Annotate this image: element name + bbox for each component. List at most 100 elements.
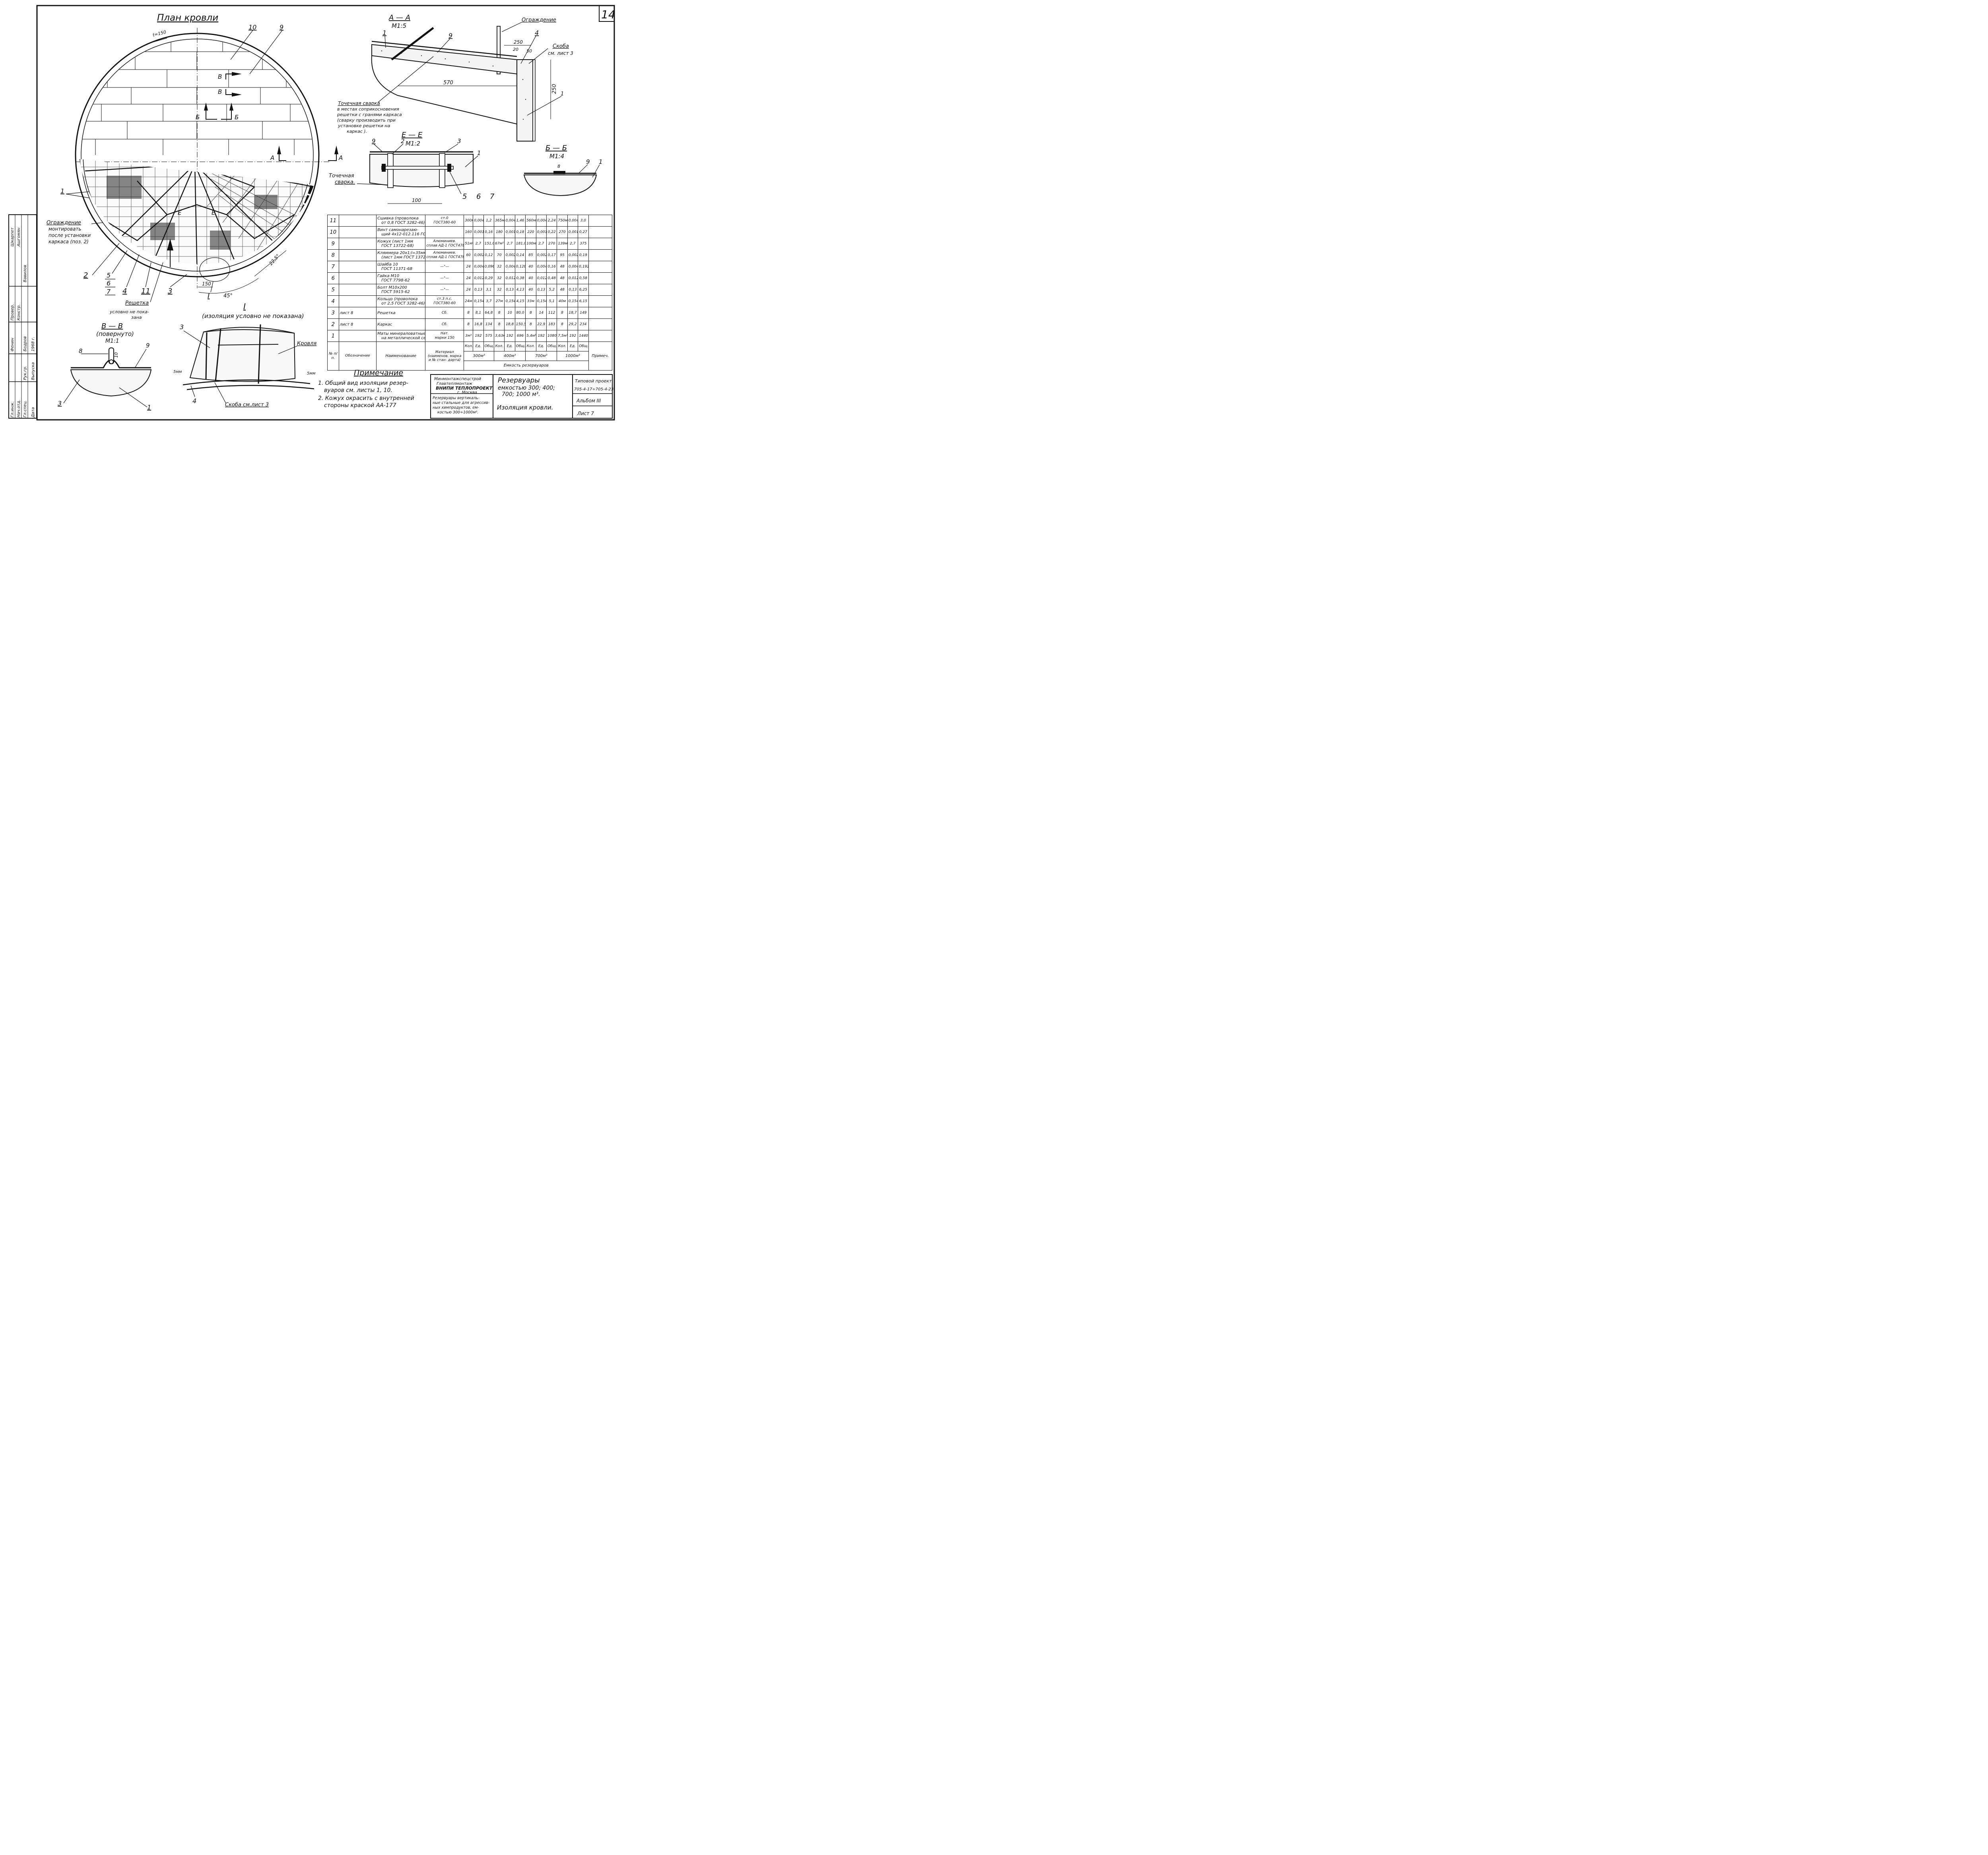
row-c300-1: 0,154 <box>473 295 484 308</box>
row-c400-0: 70 <box>493 249 505 262</box>
row-c1000-1: 29,2 <box>567 318 579 331</box>
row-c400-0: 3,63м³ <box>493 330 505 342</box>
section-mark-a: А А <box>270 146 343 161</box>
callout-1-aa: 1 <box>382 29 386 37</box>
row-name-2: ГОСТ 5915-62 <box>381 290 410 295</box>
callout-9: 9 <box>280 23 283 31</box>
row-c700-2: 0,48 <box>546 272 557 285</box>
svg-text:М1:5: М1:5 <box>392 22 406 29</box>
row-c700-1: 0,002 <box>536 249 547 262</box>
callout-1-vv: 1 <box>147 404 151 411</box>
row-oboz <box>338 238 377 250</box>
row-name-1: Кожух (лист 1мм <box>377 239 414 244</box>
row-prim <box>588 318 613 331</box>
row-c700-0: 33м <box>525 295 536 308</box>
row-material-1: Алюминиев. <box>433 239 456 244</box>
svg-text:Ограждение: Ограждение <box>47 220 81 226</box>
dim-t150: t=150 <box>152 29 167 38</box>
row-c300-1: 0,002 <box>473 249 484 262</box>
callout-3-plan: 3 <box>168 287 172 295</box>
row-c700-0: 40 <box>525 284 536 296</box>
row-c300-2: 0,29 <box>483 272 495 285</box>
row-c300-2: 151,0 <box>483 238 495 250</box>
row-name: Каркас <box>376 318 426 331</box>
callout-i: I <box>208 292 210 300</box>
row-material: —"— <box>425 284 464 296</box>
dim-5mm-right: 5мм <box>307 371 316 376</box>
row-c300-1: 0,004 <box>473 214 484 227</box>
row-material: Сб. <box>425 318 464 331</box>
row-material: Нат.марки 150 <box>425 330 464 342</box>
row-name-1: Шайба 10 <box>377 262 398 267</box>
svg-text:М1:1: М1:1 <box>105 338 119 344</box>
callout-1-aa-wall: 1 <box>561 91 564 97</box>
row-c1000-0: 48 <box>557 284 568 296</box>
row-material-2: марки 150 <box>435 336 454 340</box>
row-c1000-1: 0,001 <box>567 226 579 239</box>
row-c700-1: 0,004 <box>536 214 547 227</box>
row-c1000-1: 0,154 <box>567 295 579 308</box>
row-c300-1: 16,8 <box>473 318 484 331</box>
section-aa: А — А М1:5 Ограждение 1 9 4 Скоба см. ли… <box>337 14 573 142</box>
svg-text:Е: Е <box>178 209 182 216</box>
callout-4-plan: 4 <box>122 287 127 295</box>
row-c300-0: 24 <box>464 284 474 296</box>
row-prim <box>588 272 613 285</box>
row-c300-0: 3м³ <box>464 330 474 342</box>
section-bb: Б — Б М1:4 8 9 1 <box>523 144 603 196</box>
row-name-2: щий 4х12-012.116 ГОСТ10621-63 <box>381 232 425 237</box>
svg-text:А: А <box>338 154 343 161</box>
svg-text:ВНИПИ ТЕПЛОПРОЕКТ: ВНИПИ ТЕПЛОПРОЕКТ <box>436 386 493 391</box>
svg-text:в местах соприкосновения: в местах соприкосновения <box>337 107 399 112</box>
svg-text:В — В: В — В <box>101 322 123 330</box>
table-header-row-1: № п/п. Обозначение Наименование Материал… <box>327 342 613 371</box>
row-c300-1: 0,13 <box>473 284 484 296</box>
svg-text:Альбом III: Альбом III <box>576 398 601 404</box>
weld-ee-2: сварка. <box>335 179 355 185</box>
row-c300-0: 300м <box>464 214 474 227</box>
row-c400-0: 67м² <box>493 238 505 250</box>
row-prim <box>588 214 613 227</box>
callout-4-aa: 4 <box>535 29 539 37</box>
row-c700-0: 40 <box>525 272 536 285</box>
row-pos: 5 <box>327 284 339 296</box>
frame-and-mesh <box>80 159 314 264</box>
row-oboz: лист 8 <box>338 307 377 319</box>
svg-text:стороны краской АА-177: стороны краской АА-177 <box>324 402 396 409</box>
row-c700-2: 0,22 <box>546 226 557 239</box>
row-c700-2: 112 <box>546 307 557 319</box>
row-material-1: ст.3 п.с. <box>437 297 452 301</box>
callout-5: 5 <box>107 272 111 279</box>
dim-150-plan: 150 <box>202 281 211 287</box>
row-c400-0: 180 <box>493 226 505 239</box>
row-pos: 6 <box>327 272 339 285</box>
svg-text:зана: зана <box>131 315 142 320</box>
header-emkost: Емкость резервуаров <box>464 361 589 371</box>
row-c700-2: 0,17 <box>546 249 557 262</box>
row-name-1: Кляммера 20х1;l=35мм <box>377 251 425 256</box>
row-c1000-0: 48 <box>557 272 568 285</box>
row-material: ст.3 п.с.ГОСТ380-60 <box>425 295 464 308</box>
roof-label: Кровля <box>297 341 316 347</box>
row-c1000-0: 8 <box>557 318 568 331</box>
svg-text:Дата: Дата <box>31 407 35 418</box>
svg-text:установке решетки на: установке решетки на <box>338 123 390 128</box>
row-prim <box>588 249 613 262</box>
callout-6: 6 <box>107 279 111 287</box>
svg-text:А: А <box>270 154 274 161</box>
row-c400-0: 27м <box>493 295 505 308</box>
svg-text:решетки с гранями каркаса: решетки с гранями каркаса <box>337 112 402 117</box>
row-c400-2: 696 <box>514 330 526 342</box>
callout-3-ee: 3 <box>457 138 461 145</box>
callout-9-bb: 9 <box>586 158 590 165</box>
row-c700-2: 5,2 <box>546 284 557 296</box>
